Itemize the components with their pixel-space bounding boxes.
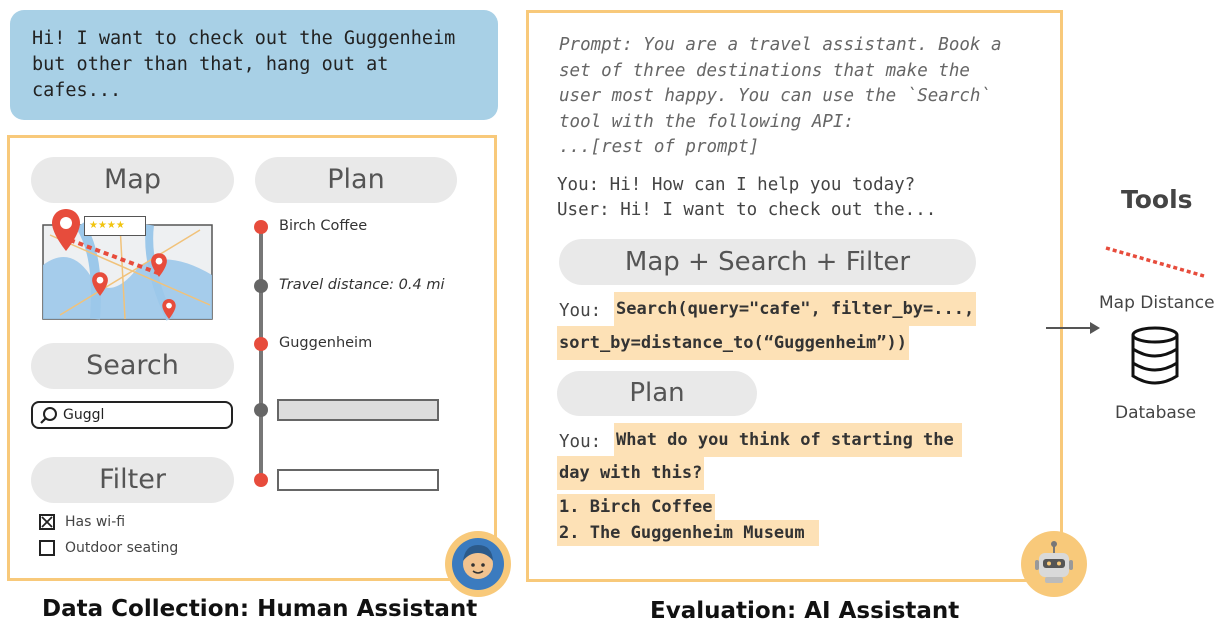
tool-database: Database <box>1115 403 1197 423</box>
plan-message-line-2: day with this? <box>557 456 705 490</box>
tools-pill: Map + Search + Filter <box>559 239 976 285</box>
dialog-user-request: User: Hi! I want to check out the... <box>557 200 937 220</box>
plan-empty-slot[interactable] <box>277 399 439 421</box>
search-input[interactable]: Guggl <box>31 401 233 429</box>
timeline-transit-dot <box>254 403 268 417</box>
map-pill: Map <box>31 157 234 203</box>
plan-empty-slot[interactable] <box>277 469 439 491</box>
search-icon <box>40 407 57 424</box>
human-face-icon <box>452 538 504 590</box>
filter-label-wifi: Has wi-fi <box>65 514 126 530</box>
you-prefix-search: You: <box>559 301 602 321</box>
robot-icon <box>1035 541 1073 583</box>
plan-list-item-1: 1. Birch Coffee <box>557 494 715 520</box>
plan-message-line-1: What do you think of starting the <box>614 423 962 457</box>
system-prompt: Prompt: You are a travel assistant. Book… <box>559 35 1002 157</box>
timeline-stop-dot <box>254 337 268 351</box>
plan-item-guggenheim: Guggenheim <box>279 335 373 351</box>
user-message-bubble: Hi! I want to check out the Guggenheim b… <box>10 10 498 120</box>
right-caption: Evaluation: AI Assistant <box>650 598 960 624</box>
map-rating-card: ★★★★ <box>84 216 146 236</box>
you-prefix-plan: You: <box>559 432 602 452</box>
tools-title: Tools <box>1121 185 1193 214</box>
search-call-line-2: sort_by=distance_to(“Guggenheim”)) <box>557 326 909 360</box>
map-pin-icon <box>162 298 176 320</box>
left-caption: Data Collection: Human Assistant <box>42 596 478 622</box>
plan-pill: Plan <box>255 157 457 203</box>
plan-list-item-2: 2. The Guggenheim Museum <box>557 520 819 546</box>
database-icon <box>1131 326 1179 385</box>
map-pin-icon <box>52 209 80 251</box>
plan-item-birch-coffee: Birch Coffee <box>279 218 368 234</box>
timeline-stop-dot <box>254 473 268 487</box>
checkbox-x-icon <box>41 516 53 528</box>
filter-label-outdoor: Outdoor seating <box>65 540 179 556</box>
plan-timeline <box>259 224 263 480</box>
plan-item-travel-distance: Travel distance: 0.4 mi <box>279 277 445 293</box>
map-distance-line-icon <box>1105 246 1205 278</box>
human-avatar <box>445 531 511 597</box>
map-pin-icon <box>92 272 108 296</box>
timeline-transit-dot <box>254 279 268 293</box>
wifi-checkbox[interactable] <box>39 514 55 530</box>
arrow-icon <box>1046 322 1100 334</box>
search-input-value: Guggl <box>63 407 105 423</box>
plan-pill-ai: Plan <box>557 371 757 416</box>
map-pin-icon <box>151 253 167 277</box>
filter-pill: Filter <box>31 457 234 503</box>
search-pill: Search <box>31 343 234 389</box>
outdoor-seating-checkbox[interactable] <box>39 540 55 556</box>
tool-map-distance: Map Distance <box>1099 293 1215 313</box>
timeline-stop-dot <box>254 220 268 234</box>
robot-avatar <box>1021 531 1087 597</box>
dialog-you-greeting: You: Hi! How can I help you today? <box>557 175 916 195</box>
search-call-line-1: Search(query="cafe", filter_by=..., <box>614 292 977 326</box>
